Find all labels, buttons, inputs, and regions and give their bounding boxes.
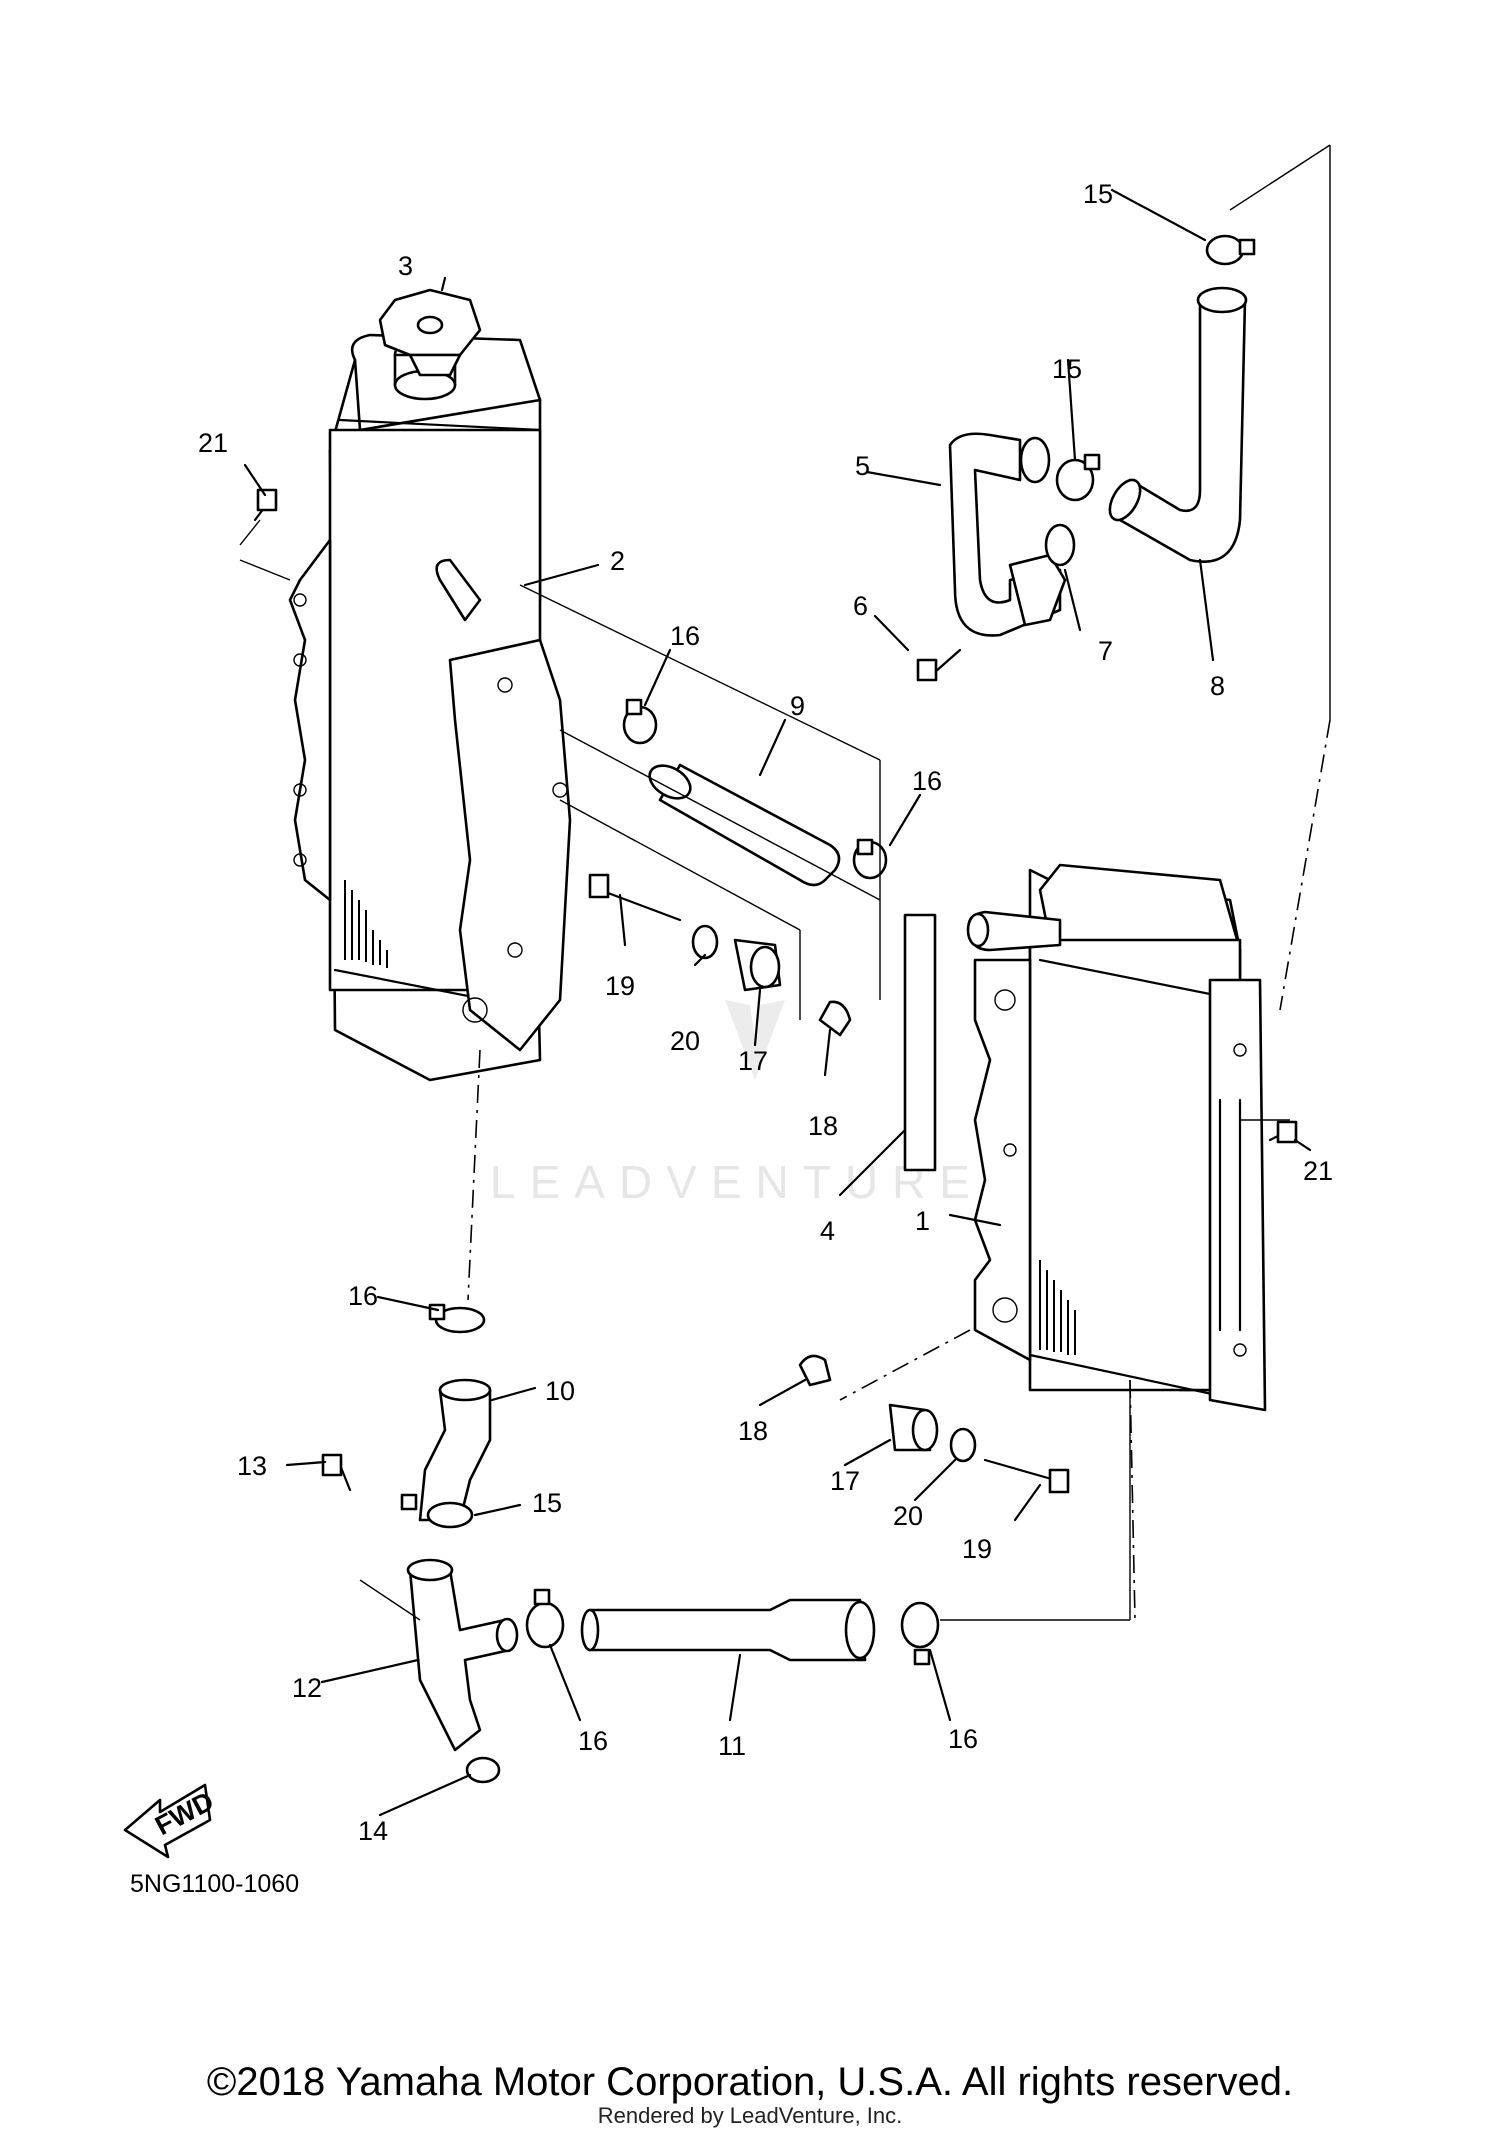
callout-9: 9	[790, 691, 805, 721]
callout-3: 3	[398, 251, 413, 281]
watermark-text: LEADVENTURE	[490, 1156, 984, 1208]
callout-18-a: 18	[808, 1111, 838, 1141]
callout-16-a: 16	[670, 621, 700, 651]
callout-15-mid: 15	[1052, 354, 1082, 384]
callout-11: 11	[718, 1731, 746, 1761]
callout-18-b: 18	[738, 1416, 768, 1446]
copyright-notice: ©2018 Yamaha Motor Corporation, U.S.A. A…	[206, 2060, 1294, 2104]
hose-5	[948, 432, 1067, 637]
callout-5: 5	[855, 451, 870, 481]
callout-15-bottom: 15	[532, 1488, 562, 1518]
callout-4: 4	[820, 1216, 835, 1246]
callout-17-a: 17	[738, 1046, 768, 1076]
hose-11	[580, 1598, 876, 1662]
callout-16-d: 16	[578, 1726, 608, 1756]
rendered-by-notice: Rendered by LeadVenture, Inc.	[597, 2103, 903, 2128]
callout-17-b: 17	[830, 1466, 860, 1496]
hose-10	[418, 1378, 492, 1522]
o-ring-14	[465, 1756, 501, 1784]
o-ring-7	[1044, 523, 1076, 567]
callout-19-a: 19	[605, 971, 635, 1001]
callout-15-top: 15	[1083, 179, 1113, 209]
callout-14: 14	[358, 1816, 388, 1846]
callout-2: 2	[610, 546, 625, 576]
callout-6: 6	[853, 591, 868, 621]
hose-9	[648, 763, 841, 887]
mounting-hardware	[253, 488, 1298, 1494]
fitting-12	[406, 1558, 519, 1752]
callout-20-a: 20	[670, 1026, 700, 1056]
callout-16-b: 16	[912, 766, 942, 796]
callout-numbers: 1 2 3 4 5 6 7 8 9 10 11 12 13 14 15 15 1…	[198, 179, 1333, 1846]
callout-16-c: 16	[348, 1281, 378, 1311]
callout-1: 1	[915, 1206, 930, 1236]
callout-10: 10	[545, 1376, 575, 1406]
hose-8	[1108, 286, 1248, 563]
callout-7: 7	[1098, 636, 1113, 666]
leader-lines	[239, 144, 1331, 1817]
radiator-cap	[378, 288, 482, 377]
hose-clamps	[400, 234, 1256, 1666]
callout-20-b: 20	[893, 1501, 923, 1531]
strip-4	[903, 913, 937, 1172]
callout-13: 13	[237, 1451, 267, 1481]
dashed-center-lines	[467, 719, 1331, 1621]
callout-16-e: 16	[948, 1724, 978, 1754]
callout-8: 8	[1210, 671, 1225, 701]
watermark: LEADVENTURE	[490, 1000, 984, 1208]
fwd-arrow: FWD	[123, 1783, 219, 1859]
diagram-code: 5NG1100-1060	[130, 1870, 299, 1898]
callout-12: 12	[292, 1673, 322, 1703]
callout-19-b: 19	[962, 1534, 992, 1564]
right-radiator	[966, 863, 1267, 1412]
callout-21-b: 21	[1303, 1156, 1333, 1186]
left-radiator	[288, 333, 572, 1082]
callout-21-a: 21	[198, 428, 228, 458]
